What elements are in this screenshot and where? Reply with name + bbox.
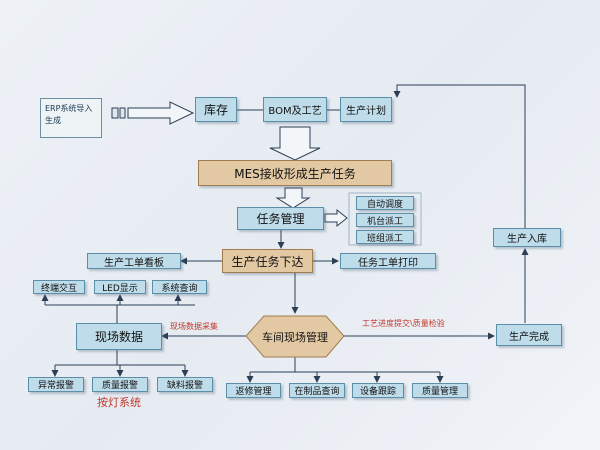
quality-box: 质量管理 [412,383,468,398]
bom-label: BOM及工艺 [268,106,322,117]
led-box: LED显示 [94,280,146,294]
field-data-label: 现场数据 [94,330,143,344]
equipment-label: 设备跟踪 [359,387,396,397]
print-label: 任务工单打印 [358,257,418,269]
quality-label: 质量管理 [421,387,458,397]
wip-label: 在制品查询 [294,387,340,397]
erp-import-document: ERP系统导入 生成 [40,98,102,138]
andon-label: 按灯系统 [97,396,141,409]
plan-label: 生产计划 [346,106,386,117]
inventory-label: 库存 [203,103,228,117]
alarm-quality-label: 质量报警 [101,381,138,391]
workshop-hexagon [245,315,345,358]
alarm-material-label: 缺料报警 [166,381,203,391]
team-dispatch-label: 班组派工 [366,233,403,244]
dispatch-label: 生产任务下达 [231,254,304,269]
field-data-box: 现场数据 [76,323,162,350]
trace-box: 返修管理 [226,383,281,398]
mes-box: MES接收形成生产任务 [198,160,392,186]
alarm-abnormal-box: 异常报警 [28,377,84,392]
collect-label: 现场数据采集 [170,322,218,331]
wip-box: 在制品查询 [289,383,345,398]
query-box: 系统查询 [152,280,207,294]
team-dispatch-box: 班组派工 [356,230,414,244]
kanban-box: 生产工单看板 [87,253,181,269]
inventory-box: 库存 [195,97,237,122]
erp-line-1: ERP系统导入 [45,104,93,113]
alarm-quality-box: 质量报警 [92,377,148,392]
warehouse-label: 生产入库 [507,234,547,245]
terminal-label: 终端交互 [40,283,77,294]
dispatch-box: 生产任务下达 [222,249,313,273]
equipment-box: 设备跟踪 [352,383,404,398]
complete-box: 生产完成 [496,324,562,346]
plan-box: 生产计划 [340,97,392,122]
alarm-material-box: 缺料报警 [157,377,213,392]
warehouse-box: 生产入库 [493,228,561,247]
submit-label: 工艺进度提交\质量检验 [362,319,445,328]
task-mgmt-label: 任务管理 [256,212,305,226]
complete-label: 生产完成 [509,331,549,343]
bom-box: BOM及工艺 [263,97,327,122]
workshop-label: 车间现场管理 [262,331,328,344]
alarm-abnormal-label: 异常报警 [37,381,74,391]
query-label: 系统查询 [161,283,198,294]
erp-line-2: 生成 [45,116,61,125]
kanban-label: 生产工单看板 [104,257,164,269]
led-label: LED显示 [102,283,138,294]
trace-label: 返修管理 [235,387,272,397]
mes-label: MES接收形成生产任务 [234,166,356,181]
machine-dispatch-box: 机台派工 [356,213,414,227]
task-mgmt-box: 任务管理 [237,207,324,230]
auto-schedule-label: 自动调度 [366,199,403,210]
auto-schedule-box: 自动调度 [356,196,414,210]
terminal-box: 终端交互 [33,280,85,294]
print-box: 任务工单打印 [340,253,436,269]
machine-dispatch-label: 机台派工 [366,216,403,227]
